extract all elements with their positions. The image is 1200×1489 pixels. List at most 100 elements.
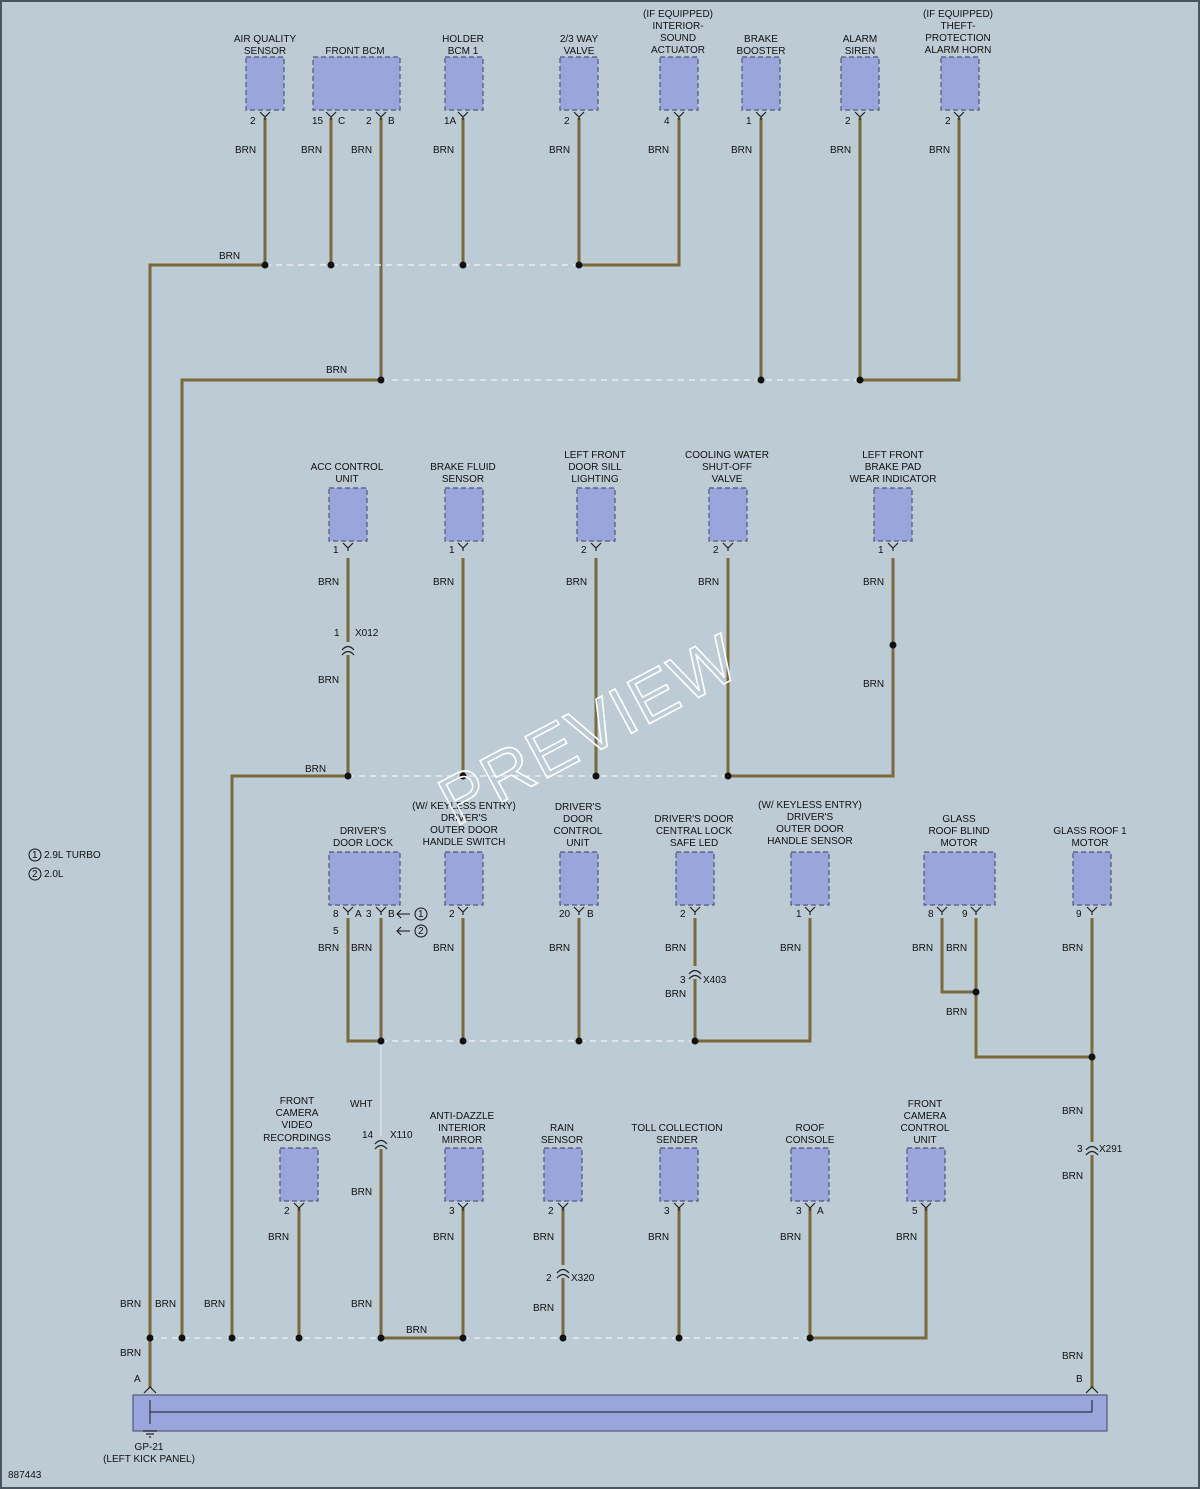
central-lock-safe-led-box: [675, 851, 715, 906]
svg-text:SENSOR: SENSOR: [541, 1135, 583, 1146]
svg-text:1: 1: [746, 116, 752, 127]
row1-pin-numbers: 2 15 C 2 B 1A 2 4 1 2 2: [250, 116, 951, 127]
label-central-lock-safe-led: DRIVER'S DOOR CENTRAL LOCK SAFE LED: [654, 814, 733, 849]
svg-text:BRN: BRN: [433, 943, 454, 954]
svg-text:BRN: BRN: [731, 145, 752, 156]
svg-text:(W/ KEYLESS ENTRY): (W/ KEYLESS ENTRY): [412, 801, 516, 812]
svg-text:BRN: BRN: [780, 1232, 801, 1243]
svg-text:(IF EQUIPPED): (IF EQUIPPED): [643, 9, 713, 20]
left-front-brake-pad-wear-indicator-box: [873, 487, 913, 542]
svg-text:9: 9: [1076, 909, 1082, 920]
svg-text:UNIT: UNIT: [566, 838, 589, 849]
svg-text:1A: 1A: [444, 116, 457, 127]
svg-text:BRN: BRN: [830, 145, 851, 156]
label-theft-protection-alarm-horn: (IF EQUIPPED) THEFT- PROTECTION ALARM HO…: [923, 9, 993, 56]
left-front-door-sill-lighting-box: [576, 487, 616, 542]
svg-text:BRN: BRN: [1062, 1351, 1083, 1362]
svg-text:2: 2: [250, 116, 256, 127]
svg-text:BRAKE: BRAKE: [744, 34, 778, 45]
svg-text:2.9L TURBO: 2.9L TURBO: [44, 850, 101, 861]
svg-text:B: B: [587, 909, 594, 920]
svg-text:BRN: BRN: [929, 145, 950, 156]
svg-text:BRN: BRN: [351, 1299, 372, 1310]
label-air-quality-sensor: AIR QUALITY SENSOR: [234, 34, 297, 57]
label-left-front-brake-pad-wear-indicator: LEFT FRONT BRAKE PAD WEAR INDICATOR: [850, 450, 937, 485]
svg-text:BRN: BRN: [219, 251, 240, 262]
svg-text:GLASS ROOF 1: GLASS ROOF 1: [1053, 826, 1127, 837]
svg-text:LIGHTING: LIGHTING: [571, 474, 618, 485]
label-holder-bcm-1: HOLDER BCM 1: [442, 34, 484, 57]
svg-text:RECORDINGS: RECORDINGS: [263, 1133, 331, 1144]
svg-text:BRN: BRN: [648, 1232, 669, 1243]
svg-text:BRN: BRN: [351, 943, 372, 954]
svg-text:DRIVER'S: DRIVER'S: [555, 802, 602, 813]
svg-text:BRN: BRN: [318, 577, 339, 588]
svg-text:BRN: BRN: [549, 145, 570, 156]
svg-text:ROOF BLIND: ROOF BLIND: [928, 826, 989, 837]
label-outer-door-handle-switch: (W/ KEYLESS ENTRY) DRIVER'S OUTER DOOR H…: [412, 801, 516, 848]
svg-text:BRN: BRN: [120, 1299, 141, 1310]
svg-text:BRN: BRN: [896, 1232, 917, 1243]
cooling-water-shut-off-valve-box: [708, 487, 748, 542]
label-alarm-siren: ALARM SIREN: [843, 34, 877, 57]
svg-text:9: 9: [962, 909, 968, 920]
outer-door-handle-sensor-box: [790, 851, 830, 906]
svg-text:3: 3: [796, 1206, 802, 1217]
svg-text:DRIVER'S: DRIVER'S: [441, 813, 488, 824]
row3-pin-numbers: 8 A 3 B 5 2 20 B 2 1 8 9 9: [333, 909, 1082, 937]
svg-text:X110: X110: [390, 1130, 413, 1141]
svg-text:VALVE: VALVE: [712, 474, 743, 485]
svg-text:1: 1: [32, 850, 38, 861]
svg-text:FRONT: FRONT: [280, 1096, 314, 1107]
label-acc-control-unit: ACC CONTROL UNIT: [311, 462, 384, 485]
svg-text:4: 4: [664, 116, 670, 127]
svg-text:PROTECTION: PROTECTION: [925, 33, 991, 44]
svg-text:BRN: BRN: [318, 943, 339, 954]
front-bcm-box: [312, 56, 401, 111]
svg-text:CONTROL: CONTROL: [901, 1123, 950, 1134]
label-brake-booster: BRAKE BOOSTER: [737, 34, 786, 57]
inline-connector-symbols: [341, 645, 1099, 1279]
components: [245, 56, 1112, 1202]
glass-roof-1-motor-box: [1072, 851, 1112, 906]
svg-text:BRN: BRN: [1062, 943, 1083, 954]
svg-text:BRN: BRN: [665, 943, 686, 954]
svg-text:2: 2: [284, 1206, 290, 1217]
svg-text:1: 1: [333, 545, 339, 556]
svg-text:2: 2: [418, 926, 424, 937]
interior-sound-actuator-box: [659, 56, 699, 111]
front-camera-control-unit-box: [906, 1147, 946, 1202]
svg-text:ALARM: ALARM: [843, 34, 877, 45]
svg-text:3: 3: [449, 1206, 455, 1217]
svg-text:MIRROR: MIRROR: [442, 1135, 483, 1146]
drivers-door-lock-box: [328, 851, 401, 906]
svg-text:BRAKE PAD: BRAKE PAD: [865, 462, 922, 473]
svg-text:(LEFT KICK PANEL): (LEFT KICK PANEL): [103, 1454, 195, 1465]
svg-text:TOLL COLLECTION: TOLL COLLECTION: [631, 1123, 722, 1134]
svg-text:BRN: BRN: [648, 145, 669, 156]
label-drivers-door-control-unit: DRIVER'S DOOR CONTROL UNIT: [554, 802, 603, 849]
svg-text:SENSOR: SENSOR: [244, 46, 286, 57]
svg-text:(IF EQUIPPED): (IF EQUIPPED): [923, 9, 993, 20]
diagram-id: 887443: [8, 1470, 42, 1481]
svg-text:X012: X012: [355, 628, 379, 639]
alarm-siren-box: [840, 56, 880, 111]
svg-text:3: 3: [1077, 1144, 1083, 1155]
theft-protection-alarm-horn-box: [940, 56, 980, 111]
svg-text:2: 2: [945, 116, 951, 127]
svg-text:ANTI-DAZZLE: ANTI-DAZZLE: [430, 1111, 495, 1122]
svg-text:BRN: BRN: [351, 1187, 372, 1198]
svg-text:2/3 WAY: 2/3 WAY: [560, 34, 599, 45]
svg-text:BCM 1: BCM 1: [448, 46, 479, 57]
glass-roof-blind-motor-box: [923, 851, 996, 906]
label-anti-dazzle-interior-mirror: ANTI-DAZZLE INTERIOR MIRROR: [430, 1111, 495, 1146]
svg-text:2: 2: [845, 116, 851, 127]
splice-points: [146, 261, 1096, 1342]
svg-text:BRN: BRN: [533, 1303, 554, 1314]
svg-text:CONSOLE: CONSOLE: [786, 1135, 835, 1146]
svg-text:2: 2: [366, 116, 372, 127]
svg-text:LEFT FRONT: LEFT FRONT: [564, 450, 625, 461]
svg-text:BRN: BRN: [1062, 1171, 1083, 1182]
svg-text:UNIT: UNIT: [913, 1135, 936, 1146]
